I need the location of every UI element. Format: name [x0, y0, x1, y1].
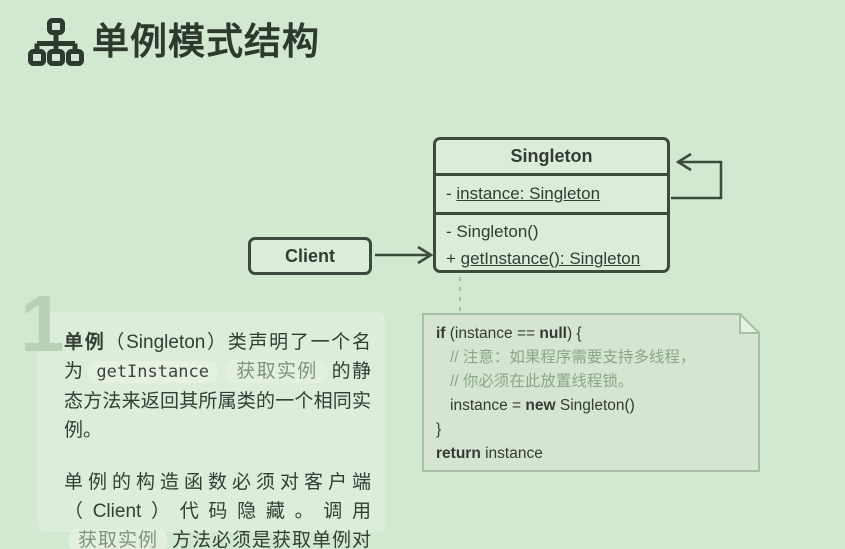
arrowhead-left-icon: [675, 152, 692, 172]
arrowhead-right-icon: [417, 245, 434, 265]
code-line-4: instance = new Singleton(): [436, 394, 746, 418]
method-getinstance: getInstance(): Singleton: [460, 249, 641, 268]
translation-pill: 获取实例: [69, 529, 167, 549]
term-singleton: 单例: [64, 332, 106, 353]
folded-corner-icon: [739, 313, 760, 334]
annotation-text: 方法必须是获取单例对象的唯一方式。: [172, 530, 371, 549]
attr-instance: instance: Singleton: [456, 184, 601, 203]
uml-class-singleton: Singleton - instance: Singleton - Single…: [433, 137, 670, 273]
method-constructor: - Singleton(): [446, 222, 539, 241]
singleton-attributes: - instance: Singleton: [436, 176, 667, 215]
singleton-self-line: [671, 160, 723, 200]
method-getinstance-row: + getInstance(): Singleton: [446, 245, 657, 272]
keyword-if: if: [436, 325, 446, 342]
step-number: 1: [20, 279, 65, 368]
method-visibility: +: [446, 249, 461, 268]
code-comment-2: // 你必须在此放置线程锁。: [450, 373, 634, 390]
keyword-new: new: [525, 397, 556, 414]
code-text: Singleton(): [555, 397, 635, 414]
code-comment-1: // 注意：如果程序需要支持多线程，: [450, 349, 696, 366]
client-class-name: Client: [284, 245, 335, 266]
code-text: instance =: [450, 397, 526, 414]
attr-visibility: -: [446, 184, 457, 203]
code-text: ) {: [566, 325, 582, 342]
uml-class-client: Client: [248, 237, 372, 275]
annotation-text: （Singleton）类声明了一个名为: [64, 332, 371, 382]
code-line-6: return instance: [436, 442, 746, 466]
page-title: 单例模式结构: [92, 21, 320, 62]
keyword-return: return: [436, 445, 481, 462]
sitemap-icon: [28, 18, 84, 66]
singleton-class-name: Singleton: [436, 140, 667, 176]
code-text: (instance ==: [445, 325, 540, 342]
translation-pill: 获取实例: [225, 360, 327, 383]
code-term-getinstance: getInstance: [88, 361, 217, 383]
annotation-paragraph-2: 单例的构造函数必须对客户端（Client）代码隐藏。调用获取实例方法必须是获取单…: [64, 468, 371, 549]
keyword-null: null: [539, 325, 567, 342]
singleton-methods: - Singleton() + getInstance(): Singleton: [436, 215, 667, 275]
code-note: if (instance == null) { // 注意：如果程序需要支持多线…: [422, 313, 760, 472]
code-line-1: if (instance == null) {: [436, 322, 746, 346]
code-text: instance: [480, 445, 543, 462]
code-line-5: }: [436, 421, 442, 438]
annotation-text: 单例的构造函数必须对客户端（Client）代码隐藏。调用: [64, 472, 371, 522]
annotation-text: 的静态方法来返回其所属类的一个相同实例。: [64, 361, 371, 441]
